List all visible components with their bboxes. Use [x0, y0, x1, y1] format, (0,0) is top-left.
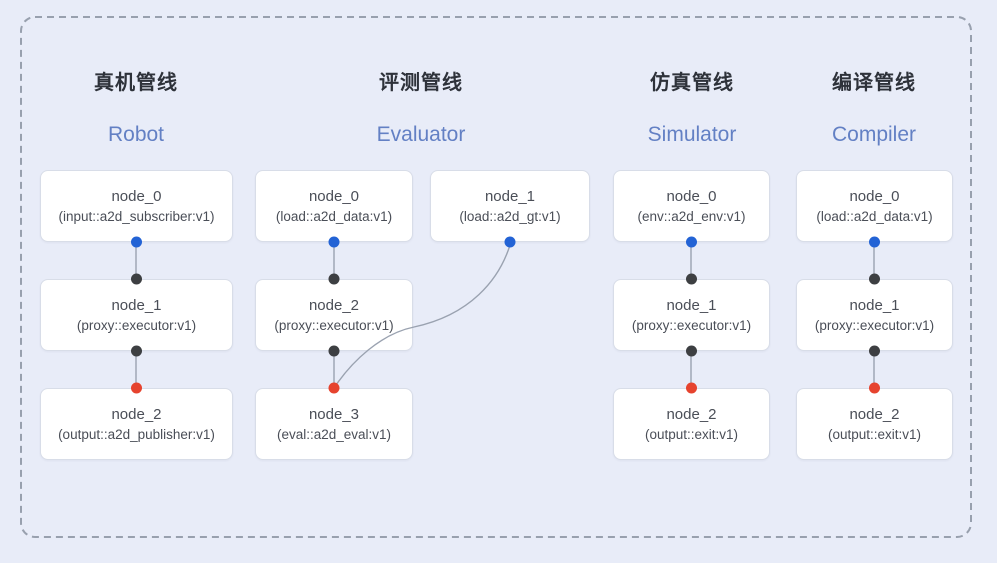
pipeline-title-en-compiler: Compiler — [831, 123, 917, 146]
node-label: node_1 — [849, 296, 900, 314]
node-label: node_0 — [849, 187, 900, 205]
pipeline-title-zh-simulator: 仿真管线 — [650, 72, 734, 94]
node-label: node_0 — [666, 187, 717, 205]
node-label: node_0 — [308, 187, 360, 205]
node-label: node_1 — [484, 187, 536, 205]
node-label: node_2 — [849, 405, 900, 423]
node-label: node_1 — [666, 296, 717, 314]
pipeline-title-en-robot: Robot — [107, 123, 165, 146]
node-label: node_2 — [666, 405, 717, 423]
node-subtitle: (proxy::executor:v1) — [274, 317, 394, 333]
pipeline-title-zh-robot: 真机管线 — [94, 72, 178, 94]
node-subtitle: (output::exit:v1) — [644, 426, 739, 442]
pipeline-title-zh-compiler: 编译管线 — [832, 72, 916, 94]
node-subtitle: (load::a2d_data:v1) — [816, 208, 933, 224]
node-label: node_3 — [308, 405, 360, 423]
node-subtitle: (proxy::executor:v1) — [631, 317, 752, 333]
node-box-evaluator-node_2: node_2(proxy::executor:v1) — [255, 279, 413, 351]
node-subtitle: (proxy::executor:v1) — [76, 317, 197, 333]
node-subtitle: (output::a2d_publisher:v1) — [58, 426, 215, 442]
node-box-compiler-node_2: node_2(output::exit:v1) — [796, 388, 953, 460]
node-subtitle: (load::a2d_gt:v1) — [459, 208, 561, 224]
node-subtitle: (load::a2d_data:v1) — [275, 208, 393, 224]
node-subtitle: (proxy::executor:v1) — [814, 317, 935, 333]
node-box-simulator-node_0: node_0(env::a2d_env:v1) — [613, 170, 770, 242]
node-box-evaluator-node_0: node_0(load::a2d_data:v1) — [255, 170, 413, 242]
node-label: node_1 — [111, 296, 162, 314]
node-box-robot-node_2: node_2(output::a2d_publisher:v1) — [40, 388, 233, 460]
node-box-robot-node_0: node_0(input::a2d_subscriber:v1) — [40, 170, 233, 242]
node-box-robot-node_1: node_1(proxy::executor:v1) — [40, 279, 233, 351]
pipeline-title-en-simulator: Simulator — [647, 123, 737, 146]
node-subtitle: (input::a2d_subscriber:v1) — [58, 208, 215, 224]
node-box-evaluator-node_1: node_1(load::a2d_gt:v1) — [430, 170, 590, 242]
node-box-compiler-node_0: node_0(load::a2d_data:v1) — [796, 170, 953, 242]
node-subtitle: (output::exit:v1) — [827, 426, 922, 442]
node-label: node_0 — [111, 187, 162, 205]
pipeline-title-en-evaluator: Evaluator — [376, 123, 466, 146]
node-label: node_2 — [111, 405, 162, 423]
node-box-simulator-node_1: node_1(proxy::executor:v1) — [613, 279, 770, 351]
node-label: node_2 — [308, 296, 360, 314]
pipeline-title-zh-evaluator: 评测管线 — [379, 72, 463, 94]
node-subtitle: (eval::a2d_eval:v1) — [276, 426, 392, 442]
node-subtitle: (env::a2d_env:v1) — [637, 208, 746, 224]
node-box-evaluator-node_3: node_3(eval::a2d_eval:v1) — [255, 388, 413, 460]
node-box-compiler-node_1: node_1(proxy::executor:v1) — [796, 279, 953, 351]
node-box-simulator-node_2: node_2(output::exit:v1) — [613, 388, 770, 460]
